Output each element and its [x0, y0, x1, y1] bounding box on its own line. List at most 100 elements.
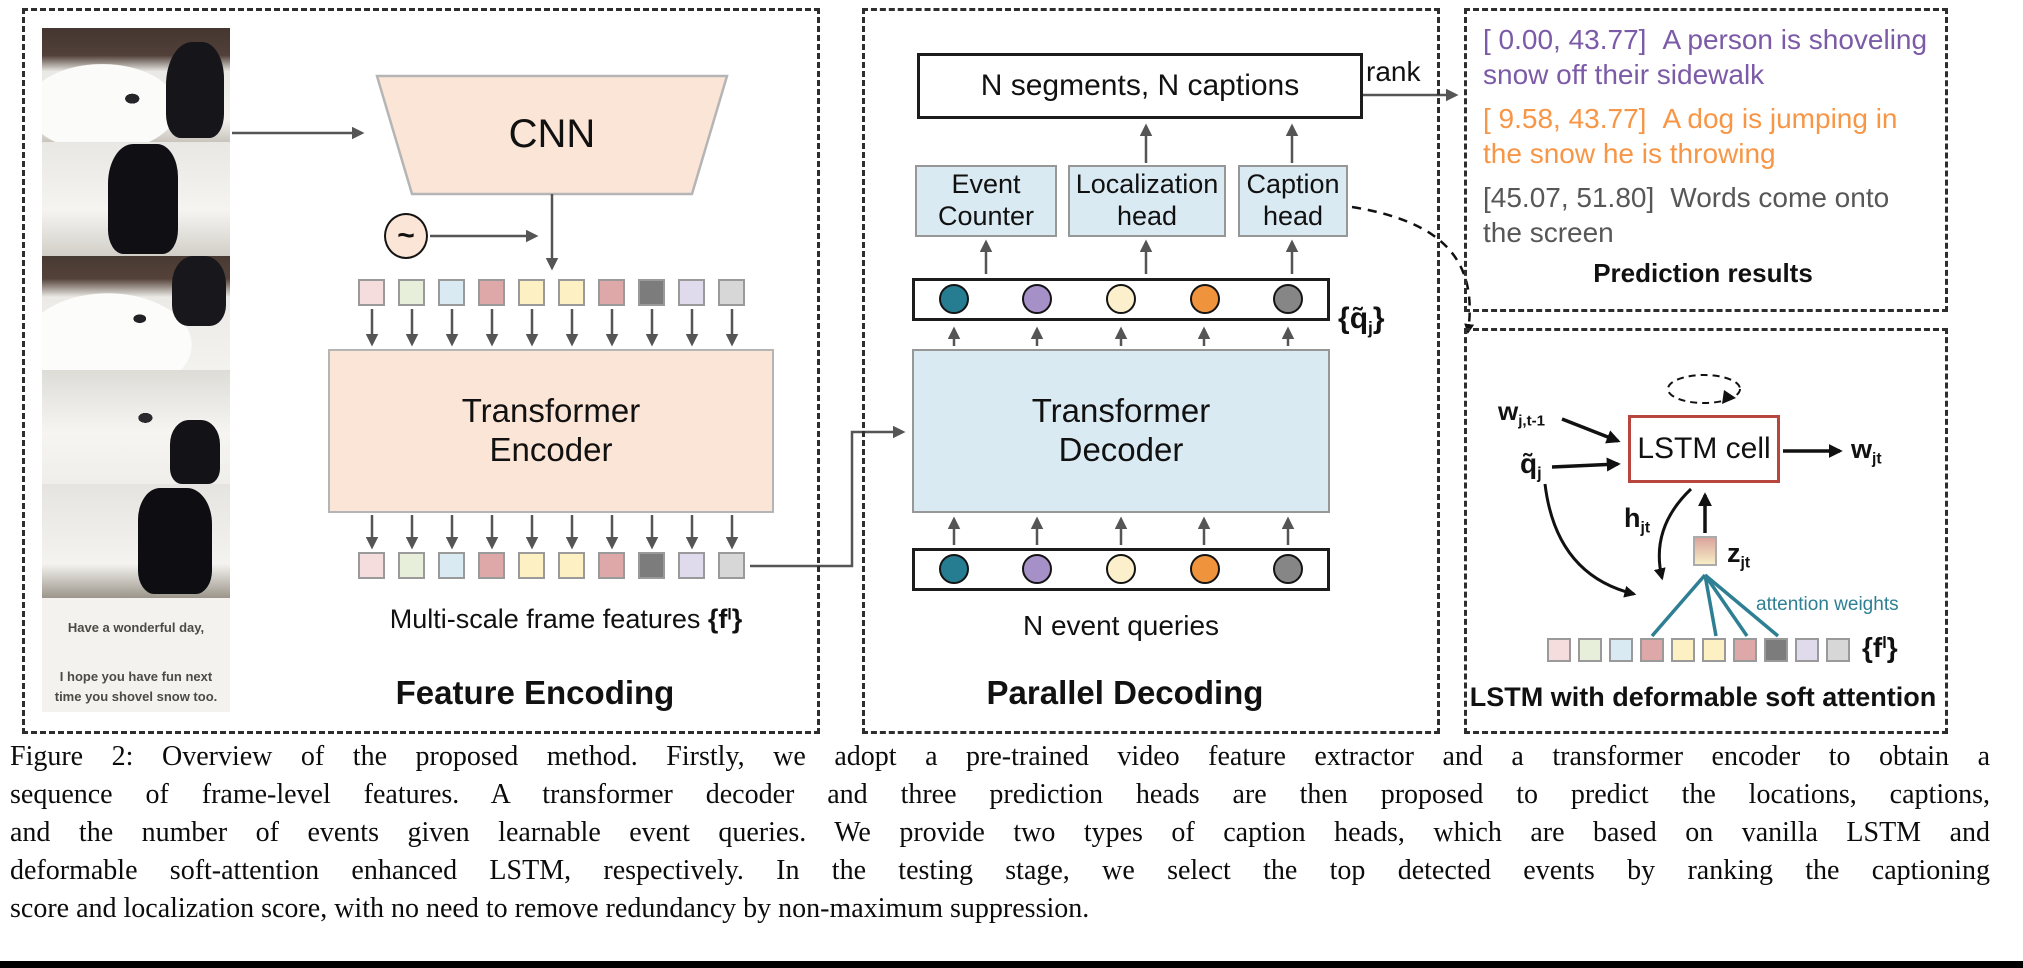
feat-square-sm — [1702, 638, 1726, 662]
qset-sub: j — [1368, 318, 1373, 339]
feat-square — [518, 279, 545, 306]
lstm-feature-token-row — [1547, 638, 1850, 662]
decoder-label-line1: Transformer — [1031, 392, 1211, 430]
encoder-label-line2: Encoder — [489, 431, 613, 468]
feat-square-sm — [1764, 638, 1788, 662]
event-query-circles — [912, 554, 1330, 584]
feat-square — [438, 552, 465, 579]
feat-square — [558, 552, 585, 579]
prediction-time-1: [ 0.00, 43.77] — [1483, 24, 1647, 55]
f-set-label: {fl} — [1862, 632, 1898, 664]
feat-square — [638, 552, 665, 579]
attention-weights-label: attention weights — [1756, 594, 1899, 615]
query-circle — [938, 554, 969, 584]
positional-encoding-icon: ~ — [384, 213, 428, 259]
feat-square — [558, 279, 585, 306]
f-set-open: {f — [707, 604, 728, 634]
w-prev-label: wj,t-1 — [1498, 396, 1545, 429]
feat-square-sm — [1671, 638, 1695, 662]
query-circle — [938, 284, 969, 314]
video-frame-2 — [42, 142, 230, 256]
qset-close: } — [1372, 302, 1385, 335]
subtitle-lines-2-3: I hope you have fun next time you shovel… — [42, 667, 230, 706]
caption-line-3: and the number of events given learnable… — [10, 817, 1990, 848]
transformer-encoder-box: Transformer Encoder — [328, 349, 774, 513]
event-counter-head: Event Counter — [915, 165, 1057, 237]
feature-encoding-panel — [22, 8, 820, 734]
w-out-base: w — [1851, 434, 1873, 464]
query-circle — [1189, 554, 1220, 584]
caption-head-line1: Caption — [1246, 169, 1340, 200]
lstm-attention-panel — [1464, 328, 1948, 734]
feat-square — [638, 279, 665, 306]
parallel-decoding-panel — [862, 8, 1440, 734]
prediction-caption-1: A person is shoveling snow off their sid… — [1483, 24, 1928, 90]
feat-square — [518, 552, 545, 579]
query-set-label: {q̃j} — [1338, 302, 1385, 339]
prediction-time-2: [ 9.58, 43.77] — [1483, 103, 1647, 134]
feat-square-sm — [1578, 638, 1602, 662]
q-tilde-label: q̃j — [1520, 448, 1542, 484]
h-base: h — [1624, 503, 1641, 533]
w-out-sub: jt — [1872, 450, 1882, 468]
transformer-decoder-box: Transformer Decoder — [912, 349, 1330, 513]
qset-open: { — [1338, 302, 1350, 335]
feat-square — [718, 279, 745, 306]
feature-token-row-bottom — [358, 552, 745, 579]
caption-line-4: deformable soft-attention enhanced LSTM,… — [10, 855, 1990, 886]
context-vector-swatch — [1693, 536, 1717, 566]
query-circle — [1105, 554, 1136, 584]
multiscale-caption-text: Multi-scale frame features — [389, 604, 708, 634]
video-frame-4 — [42, 370, 230, 484]
caption-head-line2: head — [1262, 201, 1324, 231]
w-prev-base: w — [1498, 396, 1519, 426]
query-circle — [1273, 554, 1304, 584]
rank-label: rank — [1366, 56, 1421, 87]
video-frame-subtitle: Have a wonderful day, I hope you have fu… — [42, 598, 230, 712]
feature-token-row-top — [358, 279, 745, 306]
prediction-caption-2: A dog is jumping in the snow he is throw… — [1483, 103, 1898, 169]
feat-square-sm — [1640, 638, 1664, 662]
feat-square-sm — [1547, 638, 1571, 662]
feat-square-sm — [1733, 638, 1757, 662]
feat-square — [598, 552, 625, 579]
query-circle — [1273, 284, 1304, 314]
figure-caption: Figure 2: Overview of the proposed metho… — [10, 738, 1990, 928]
z-label: zjt — [1727, 538, 1750, 572]
video-frame-5 — [42, 484, 230, 598]
feat-square — [678, 279, 705, 306]
feat-square — [598, 279, 625, 306]
feat-square — [398, 279, 425, 306]
prediction-entry-3: [45.07, 51.80]Words come onto the screen — [1483, 180, 1935, 250]
page-rule — [0, 961, 2023, 968]
feat-square — [478, 279, 505, 306]
z-base: z — [1727, 538, 1741, 568]
subtitle-line-1: Have a wonderful day, — [67, 620, 205, 635]
feat-square — [678, 552, 705, 579]
feat-square — [398, 552, 425, 579]
f-open: {f — [1862, 632, 1883, 663]
query-circle — [1022, 284, 1053, 314]
event-counter-line1: Event — [951, 169, 1021, 200]
encoder-label-line1: Transformer — [461, 392, 641, 430]
feat-square-sm — [1795, 638, 1819, 662]
z-sub: jt — [1740, 554, 1751, 572]
query-circle — [1189, 284, 1220, 314]
f-set-sup: l — [727, 606, 732, 624]
q-sub: j — [1537, 464, 1542, 483]
prediction-time-3: [45.07, 51.80] — [1483, 182, 1655, 213]
feat-square — [438, 279, 465, 306]
prediction-entry-1: [ 0.00, 43.77]A person is shoveling snow… — [1483, 22, 1935, 92]
feat-square — [358, 552, 385, 579]
prediction-results-title: Prediction results — [1593, 258, 1813, 288]
caption-line-1: Figure 2: Overview of the proposed metho… — [10, 741, 1990, 772]
parallel-decoding-title: Parallel Decoding — [986, 674, 1264, 711]
query-output-circles — [912, 284, 1330, 314]
output-box: N segments, N captions — [917, 53, 1363, 119]
prediction-entry-2: [ 9.58, 43.77]A dog is jumping in the sn… — [1483, 101, 1935, 171]
event-queries-caption: N event queries — [1022, 610, 1220, 641]
localization-head-line2: head — [1116, 201, 1178, 231]
caption-line-2: sequence of frame-level features. A tran… — [10, 779, 1990, 810]
prediction-caption-3: Words come onto the screen — [1483, 182, 1890, 248]
